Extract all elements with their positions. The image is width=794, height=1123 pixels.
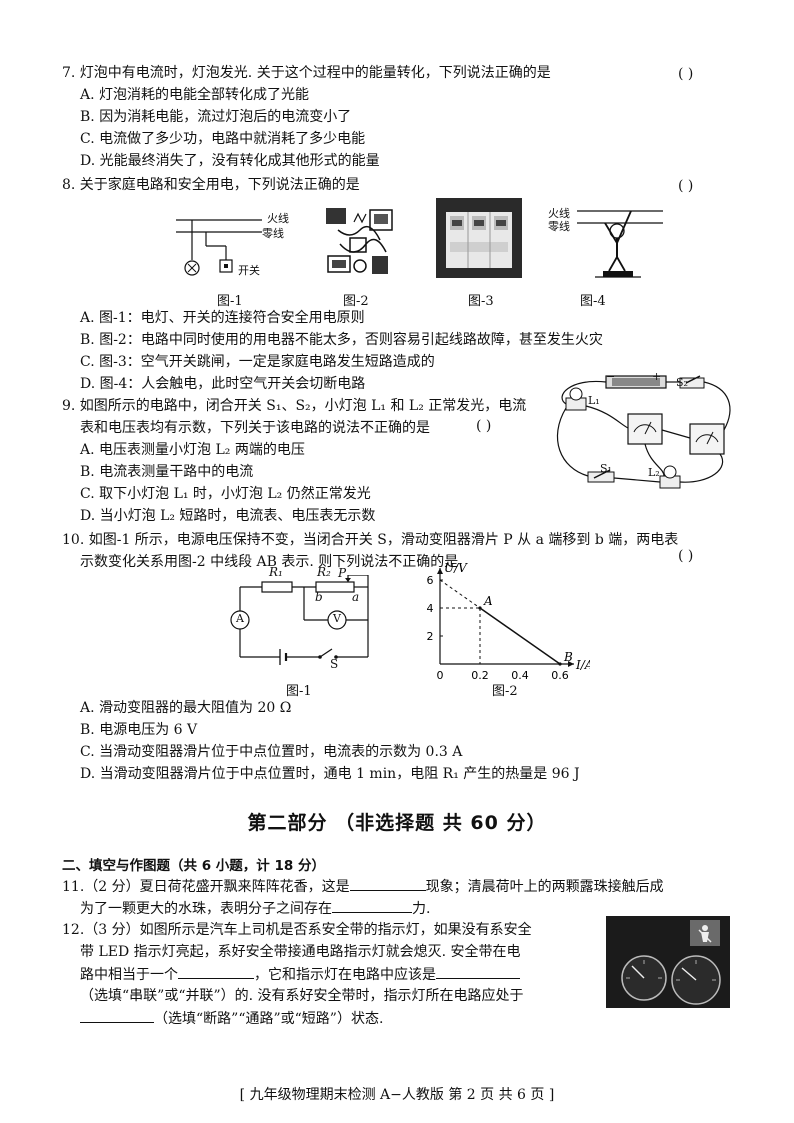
q9-plus-label: + — [652, 370, 662, 383]
y-axis-arrow — [437, 568, 443, 574]
q10-fig1-a-label: a — [352, 590, 360, 604]
q10-fig1-r1-label: R₁ — [269, 565, 283, 579]
y-tick-label: 4 — [427, 602, 434, 615]
q10-fig2-caption: 图-2 — [492, 684, 518, 699]
series-line-ab — [479, 607, 561, 665]
q8-fig4-zero-label: 零线 — [548, 220, 570, 233]
q8-fig1-switch-label: 开关 — [238, 264, 260, 277]
q9-option-c: C. 取下小灯泡 L₁ 时，小灯泡 L₂ 仍然正常发光 — [80, 486, 371, 502]
q9-s1-label: S₁ — [600, 462, 612, 475]
q8-stem: 8. 关于家庭电路和安全用电，下列说法正确的是 — [62, 177, 360, 193]
data-point-A — [478, 606, 482, 610]
page-footer: [ 九年级物理期末检测 A−人教版 第 2 页 共 6 页 ] — [239, 1087, 555, 1103]
q10-fig1-switch-label: S — [330, 657, 339, 671]
q10-fig1-caption: 图-1 — [286, 684, 312, 699]
q12-line5-text: （选填“断路”“通路”或“短路”）状态. — [154, 1011, 384, 1027]
q10-answer-paren: ( ) — [678, 548, 694, 564]
q9-option-a: A. 电压表测量小灯泡 L₂ 两端的电压 — [80, 442, 305, 458]
q12-line4: （选填“串联”或“并联”）的. 没有系好安全带时，指示灯所在电路应处于 — [80, 988, 524, 1004]
q7-answer-paren: ( ) — [678, 66, 694, 82]
data-point-B — [558, 662, 562, 666]
q10-option-b: B. 电源电压为 6 V — [80, 722, 198, 738]
q12-line5: （选填“断路”“通路”或“短路”）状态. — [80, 1008, 383, 1030]
q9-l1-label: L₁ — [588, 394, 600, 407]
q11-line1: 11.（2 分）夏日荷花盛开飘来阵阵花香，这是 现象；清晨荷叶上的两颗露珠接触后成 — [62, 876, 664, 898]
x-axis-label: I/A — [575, 658, 590, 672]
q7-stem: 7. 灯泡中有电流时，灯泡发光. 关于这个过程中的能量转化，下列说法正确的是 — [62, 65, 551, 81]
x-tick-label: 0.2 — [471, 669, 489, 680]
q8-fig2-caption: 图-2 — [343, 294, 369, 309]
q9-minus-label: − — [606, 370, 616, 383]
q8-fig3-caption: 图-3 — [468, 294, 494, 309]
q10-option-d: D. 当滑动变阻器滑片位于中点位置时，通电 1 min，电阻 R₁ 产生的热量是… — [80, 766, 580, 782]
q7-option-d: D. 光能最终消失了，没有转化成其他形式的能量 — [80, 153, 380, 169]
section-2-title: 二、填空与作图题（共 6 小题，计 18 分） — [62, 858, 325, 874]
q9-option-d: D. 当小灯泡 L₂ 短路时，电流表、电压表无示数 — [80, 508, 376, 524]
y-axis-label: U/V — [444, 561, 468, 575]
q11-line1-text-a: 11.（2 分）夏日荷花盛开飘来阵阵花香，这是 — [62, 879, 350, 895]
q8-answer-paren: ( ) — [678, 178, 694, 194]
q12-line3-text-b: ，它和指示灯在电路中应该是 — [254, 967, 436, 983]
q11-line1-text-b: 现象；清晨荷叶上的两颗露珠接触后成 — [425, 879, 664, 895]
q11-blank-1[interactable] — [349, 876, 426, 891]
q12-seatbelt-dashboard-photo — [606, 916, 730, 1008]
q8-fig4-electric-shock-drawing — [577, 210, 663, 278]
q11-line2-text-b: 力. — [412, 901, 431, 917]
q8-fig4-fire-label: 火线 — [548, 207, 570, 220]
q10-fig1-p-label: P — [338, 566, 347, 580]
q9-s2-label: S₂ — [676, 376, 688, 389]
q9-l2-label: L₂ — [648, 466, 660, 479]
part2-heading: 第二部分 （非选择题 共 60 分） — [247, 812, 547, 834]
q7-option-a: A. 灯泡消耗的电能全部转化成了光能 — [80, 87, 310, 103]
point-label-B: B — [563, 650, 573, 664]
q8-option-d: D. 图-4：人会触电，此时空气开关会切断电路 — [80, 376, 366, 392]
q8-option-c: C. 图-3：空气开关跳闸，一定是家庭电路发生短路造成的 — [80, 354, 435, 370]
q9-answer-paren: ( ) — [476, 418, 492, 434]
series-line-extension — [439, 579, 481, 609]
q8-fig1-caption: 图-1 — [217, 294, 243, 309]
q12-line2: 带 LED 指示灯亮起，系好安全带接通电路指示灯就会熄灭. 安全带在电 — [80, 944, 521, 960]
q7-option-c: C. 电流做了多少功，电路中就消耗了多少电能 — [80, 131, 366, 147]
q8-fig1-wiring-diagram — [176, 219, 262, 276]
x-tick-label: 0 — [437, 669, 444, 680]
q12-blank-3[interactable] — [80, 1008, 154, 1023]
point-label-A: A — [483, 594, 493, 608]
x-tick-label: 0.6 — [551, 669, 569, 680]
q9-stem-line2: 表和电压表均有示数，下列关于该电路的说法不正确的是 — [80, 420, 430, 436]
q12-line1: 12.（3 分）如图所示是汽车上司机是否系安全带的指示灯，如果没有系安全 — [62, 922, 532, 938]
q12-blank-2[interactable] — [436, 964, 520, 979]
q8-fig1-fire-label: 火线 — [267, 212, 289, 225]
q9-stem-line1: 9. 如图所示的电路中，闭合开关 S₁、S₂，小灯泡 L₁ 和 L₂ 正常发光，… — [62, 398, 527, 414]
q11-line2: 为了一颗更大的水珠，表明分子之间存在 力. — [80, 898, 430, 920]
q8-option-a: A. 图-1：电灯、开关的连接符合安全用电原则 — [80, 310, 365, 326]
q12-line3-text-a: 路中相当于一个 — [80, 967, 178, 983]
q9-option-b: B. 电流表测量干路中的电流 — [80, 464, 254, 480]
q11-line2-text-a: 为了一颗更大的水珠，表明分子之间存在 — [80, 901, 332, 917]
q10-fig2-ui-graph: U/V I/A 0 0.2 0.4 0.6 2 4 6A B — [427, 561, 591, 680]
q10-fig1-b-label: b — [315, 590, 323, 604]
q10-fig1-r2-label: R₂ — [317, 565, 331, 579]
q11-blank-2[interactable] — [332, 898, 412, 913]
q10-option-c: C. 当滑动变阻器滑片位于中点位置时，电流表的示数为 0.3 A — [80, 744, 463, 760]
q12-blank-1[interactable] — [178, 964, 254, 979]
y-tick-label: 6 — [427, 574, 434, 587]
q9-circuit-drawing — [556, 375, 731, 489]
q10-fig1-voltmeter-label: V — [333, 612, 341, 625]
q10-stem-line2: 示数变化关系用图-2 中线段 AB 表示. 则下列说法不正确的是 — [80, 554, 459, 570]
q8-option-b: B. 图-2：电路中同时使用的用电器不能太多，否则容易引起线路故障，甚至发生火灾 — [80, 332, 603, 348]
q8-fig4-caption: 图-4 — [580, 294, 606, 309]
q10-fig1-circuit-diagram — [230, 575, 369, 665]
q7-option-b: B. 因为消耗电能，流过灯泡后的电流变小了 — [80, 109, 352, 125]
q8-fig2-overloaded-socket-drawing — [326, 208, 393, 274]
q10-option-a: A. 滑动变阻器的最大阻值为 20 Ω — [80, 700, 292, 716]
x-tick-label: 0.4 — [511, 669, 529, 680]
q10-fig1-ammeter-label: A — [236, 612, 244, 625]
y-tick-label: 2 — [427, 630, 434, 643]
q10-stem-line1: 10. 如图-1 所示，电源电压保持不变，当闭合开关 S，滑动变阻器滑片 P 从… — [62, 532, 679, 548]
q8-fig1-zero-label: 零线 — [262, 227, 284, 240]
x-axis-arrow — [568, 661, 574, 667]
q8-fig3-air-switch-photo — [436, 198, 522, 278]
q12-line3: 路中相当于一个 ，它和指示灯在电路中应该是 — [80, 964, 520, 986]
